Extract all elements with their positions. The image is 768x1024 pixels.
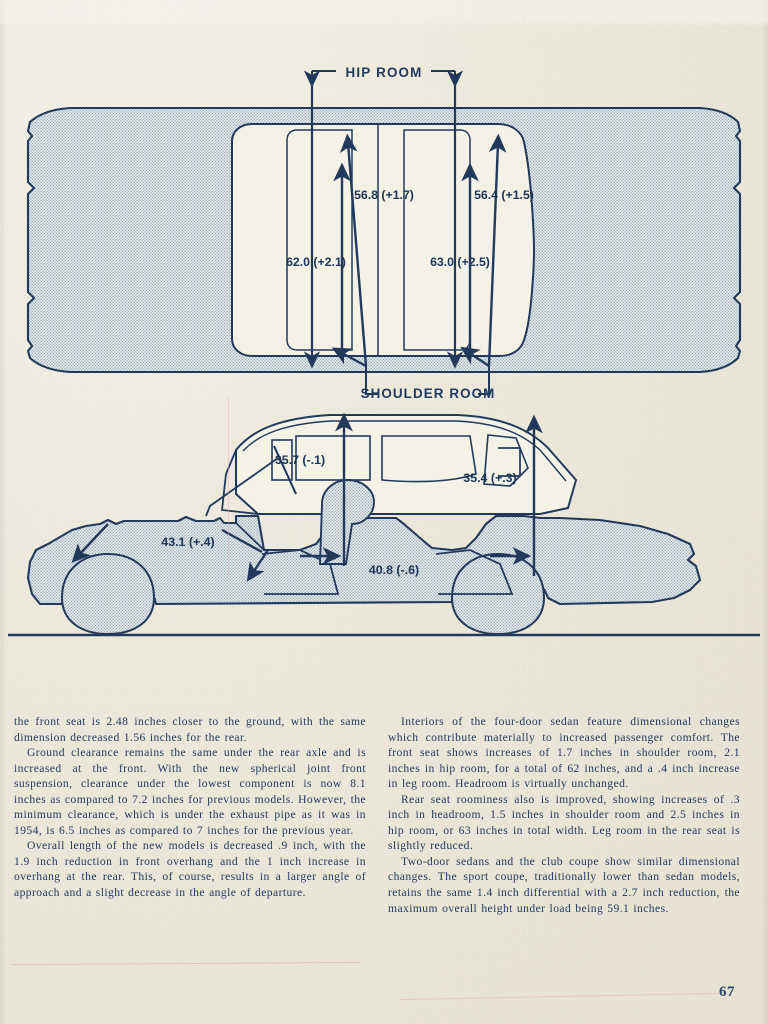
roof-inner-line [242,420,567,482]
rear-window-bracket [498,447,521,477]
side-view-figure: 35.7 (-.1) 35.4 (+.3) 43.1 (+.4) 40.8 (-… [0,398,768,648]
front-seat-back [319,479,375,565]
paragraph: the front seat is 2.48 inches closer to … [14,715,366,744]
steering-column [205,457,279,517]
paragraph: Interiors of the four-door sedan feature… [388,715,740,791]
windshield-outline [221,449,259,515]
hip-room-dimension-lines [303,70,464,369]
top-view-figure: HIP ROOM 62.0 (+2.1) 63.0 (+2.5) SHOULDE… [0,0,768,400]
paragraph: Two-door sedans and the club coupe show … [388,854,740,915]
article-body: the front seat is 2.48 inches closer to … [14,714,756,916]
paragraph: Ground clearance remains the same under … [14,746,366,837]
front-shoulder-room-value: 56.8 (+1.7) [354,188,414,202]
front-wheel [60,552,156,636]
page-number: 67 [719,984,735,1000]
front-hip-room-value: 62.0 (+2.1) [286,255,346,269]
shoulder-room-label: SHOULDER ROOM [361,386,496,400]
side-view-dimension-lines [71,412,543,582]
car-roof-outline [235,414,578,515]
rear-seat-base [435,549,514,595]
hood-cowl-line [235,522,300,551]
front-legroom-value: 43.1 (+.4) [161,535,214,549]
left-text-column: the front seat is 2.48 inches closer to … [14,714,366,916]
rear-hip-room-value: 63.0 (+2.5) [430,255,490,269]
shoulder-room-callout [365,366,490,395]
front-headroom-value: 35.7 (-.1) [275,453,325,467]
rear-shoulder-room-value: 56.4 (+1.5) [474,188,534,202]
vent-window [271,439,293,481]
shoulder-room-inner-arrows [333,162,479,355]
paragraph: Overall length of the new models is decr… [14,839,366,900]
c-pillar [483,434,529,487]
front-door-glass [295,435,371,481]
right-text-column: Interiors of the four-door sedan feature… [388,714,740,916]
scan-guide-mark-vertical [228,397,229,575]
passenger-compartment-outline [231,123,536,357]
steering-wheel [273,445,297,495]
front-legroom-leader [221,528,263,554]
shoulder-room-dimension-lines [331,133,507,368]
hip-room-label: HIP ROOM [345,65,422,80]
rear-headroom-value: 35.4 (+.3) [463,471,516,485]
paragraph: Rear seat roominess also is improved, sh… [388,792,740,853]
rear-legroom-value: 40.8 (-.6) [369,563,419,577]
rear-door-glass [381,435,477,483]
